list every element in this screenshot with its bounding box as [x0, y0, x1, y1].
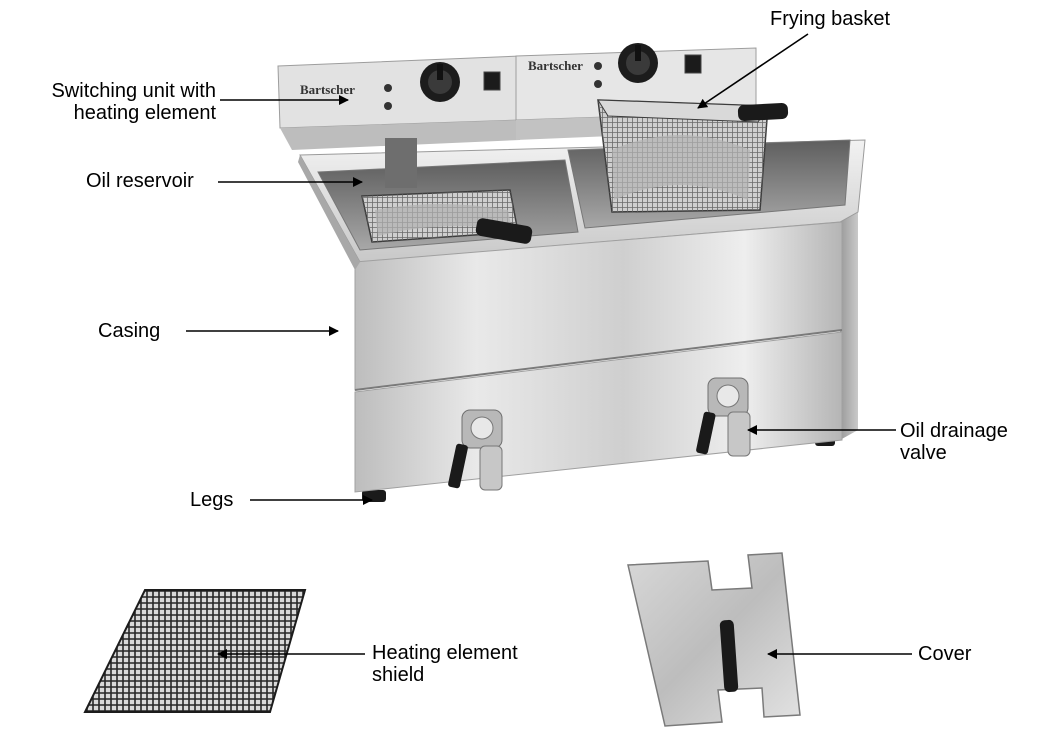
label-legs: Legs [190, 489, 234, 511]
basket-handle-right [737, 103, 789, 121]
fryer-unit: Bartscher Bartscher [277, 43, 866, 502]
casing-front-lower [354, 331, 843, 493]
oil-drainage-valve-left[interactable] [448, 409, 503, 491]
indicator-light-left-1 [384, 84, 392, 92]
label-oil-drainage: Oil drainage valve [900, 420, 1008, 464]
cover-handle [719, 619, 739, 693]
thermostat-knob-left[interactable] [420, 62, 460, 102]
leader-lines [186, 33, 912, 659]
casing-side [840, 212, 858, 440]
brand-logo-right: Bartscher [528, 58, 583, 73]
label-heating-shield: Heating element shield [372, 642, 518, 686]
indicator-light-left-2 [384, 102, 392, 110]
heating-element-shield [83, 589, 307, 713]
power-switch-left[interactable] [483, 71, 501, 91]
power-switch-right[interactable] [684, 54, 702, 74]
frying-basket-left [361, 189, 533, 244]
indicator-light-right-2 [594, 80, 602, 88]
heating-element-left [385, 138, 417, 188]
label-frying-basket: Frying basket [770, 8, 891, 30]
indicator-light-right-1 [594, 62, 602, 70]
label-switching-unit-line2: heating element [73, 102, 216, 124]
cover [627, 552, 801, 727]
label-heating-shield-line2: shield [372, 664, 425, 686]
label-cover: Cover [918, 643, 972, 665]
basket-handle-left [475, 218, 533, 244]
leader-frying-basket [697, 33, 809, 109]
label-oil-reservoir: Oil reservoir [86, 170, 194, 192]
label-oil-drainage-line1: Oil drainage [900, 420, 1008, 442]
label-switching-unit-line1: Switching unit with [51, 80, 216, 102]
label-switching-unit: Switching unit with heating element [4, 80, 216, 124]
frying-basket-right [597, 99, 789, 213]
label-oil-drainage-line2: valve [900, 442, 947, 464]
oil-drainage-valve-right[interactable] [696, 377, 751, 457]
brand-logo-left: Bartscher [300, 82, 355, 97]
thermostat-knob-right[interactable] [618, 43, 658, 83]
label-casing: Casing [98, 320, 161, 342]
label-heating-shield-line1: Heating element [372, 642, 518, 664]
